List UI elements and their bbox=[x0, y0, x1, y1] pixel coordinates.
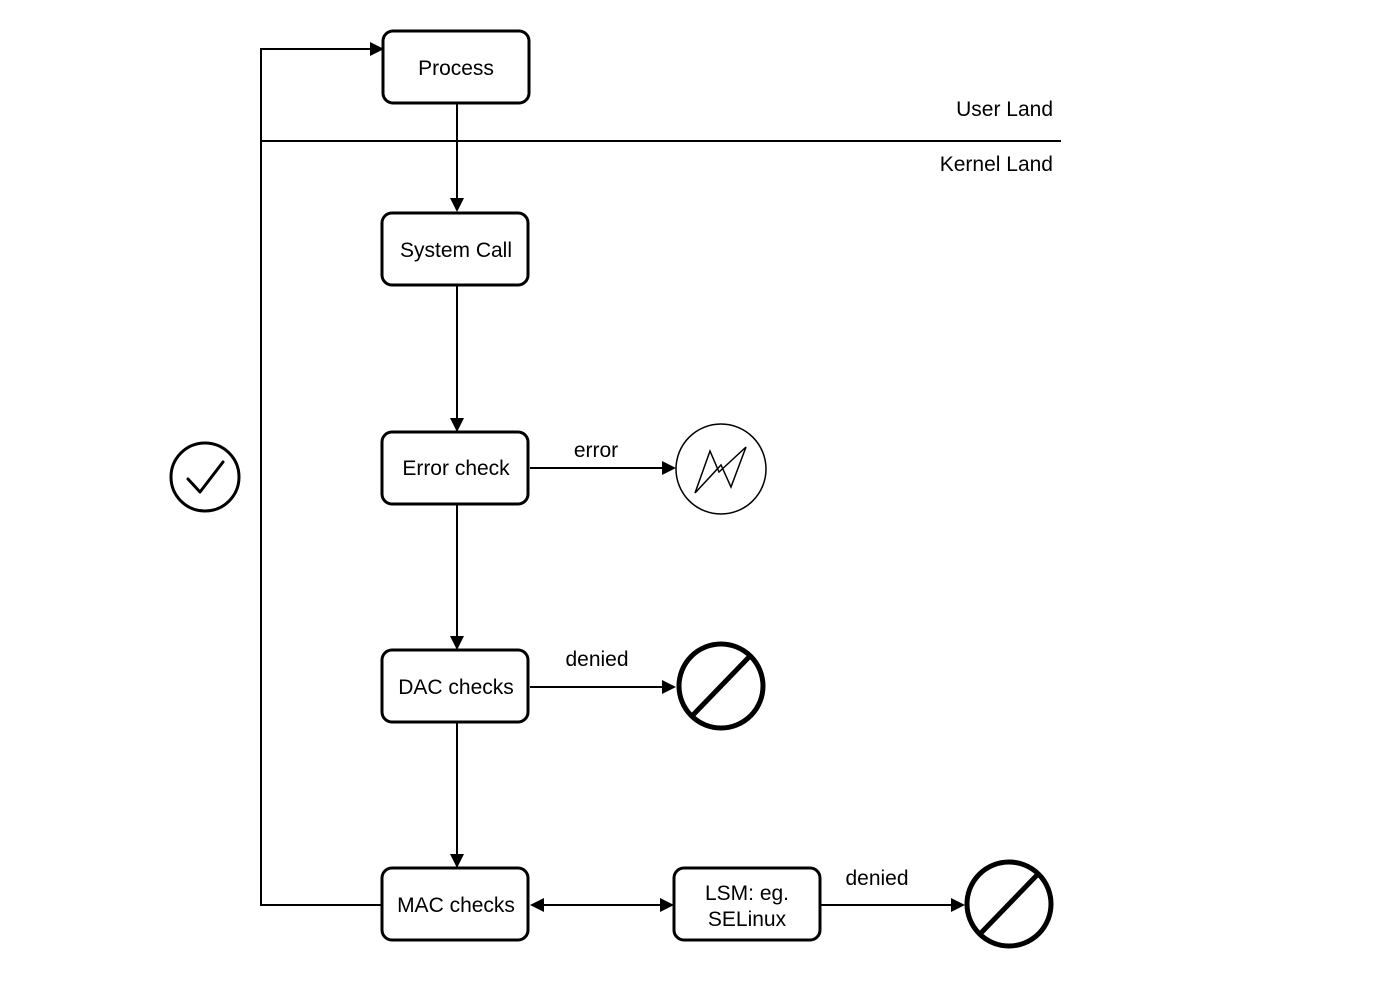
lsm-label-line2: SELinux bbox=[708, 908, 787, 931]
arrowhead-into-lsm bbox=[660, 898, 674, 912]
process-label: Process bbox=[418, 57, 494, 80]
mac-checks-label: MAC checks bbox=[397, 894, 515, 917]
error-check-label: Error check bbox=[402, 457, 510, 480]
dac-checks-label: DAC checks bbox=[398, 676, 514, 699]
prohibited-icon bbox=[676, 641, 766, 731]
user-land-label: User Land bbox=[956, 98, 1053, 121]
arrowhead-into-lsm-denied-icon bbox=[951, 898, 965, 912]
lsm-label-line1: LSM: eg. bbox=[705, 882, 789, 905]
arrowhead-into-system-call bbox=[450, 198, 464, 212]
checkmark-circle-icon bbox=[169, 441, 241, 513]
arrowhead-into-process bbox=[370, 42, 384, 56]
lsm-denied-edge-label: denied bbox=[845, 867, 908, 890]
error-check-node: Error check bbox=[380, 430, 530, 506]
dac-denied-edge-label: denied bbox=[565, 648, 628, 671]
arrowhead-into-dac bbox=[450, 636, 464, 650]
edge-mac-to-process-loop bbox=[260, 48, 382, 906]
arrowhead-into-error-check bbox=[450, 418, 464, 432]
prohibited-icon bbox=[964, 859, 1054, 949]
process-node: Process bbox=[381, 29, 531, 105]
error-edge-label: error bbox=[574, 439, 618, 462]
system-call-label: System Call bbox=[400, 239, 512, 262]
arrowhead-into-dac-denied-icon bbox=[662, 680, 676, 694]
lsm-node: LSM: eg. SELinux bbox=[672, 866, 822, 942]
arrowhead-into-mac bbox=[450, 854, 464, 868]
arrowhead-into-error-icon bbox=[662, 461, 676, 475]
kernel-land-label: Kernel Land bbox=[940, 153, 1053, 176]
arrowhead-into-mac-from-lsm bbox=[530, 898, 544, 912]
lightning-circle-icon bbox=[675, 423, 767, 515]
mac-checks-node: MAC checks bbox=[380, 866, 530, 942]
dac-checks-node: DAC checks bbox=[380, 648, 530, 724]
system-call-node: System Call bbox=[380, 211, 530, 287]
